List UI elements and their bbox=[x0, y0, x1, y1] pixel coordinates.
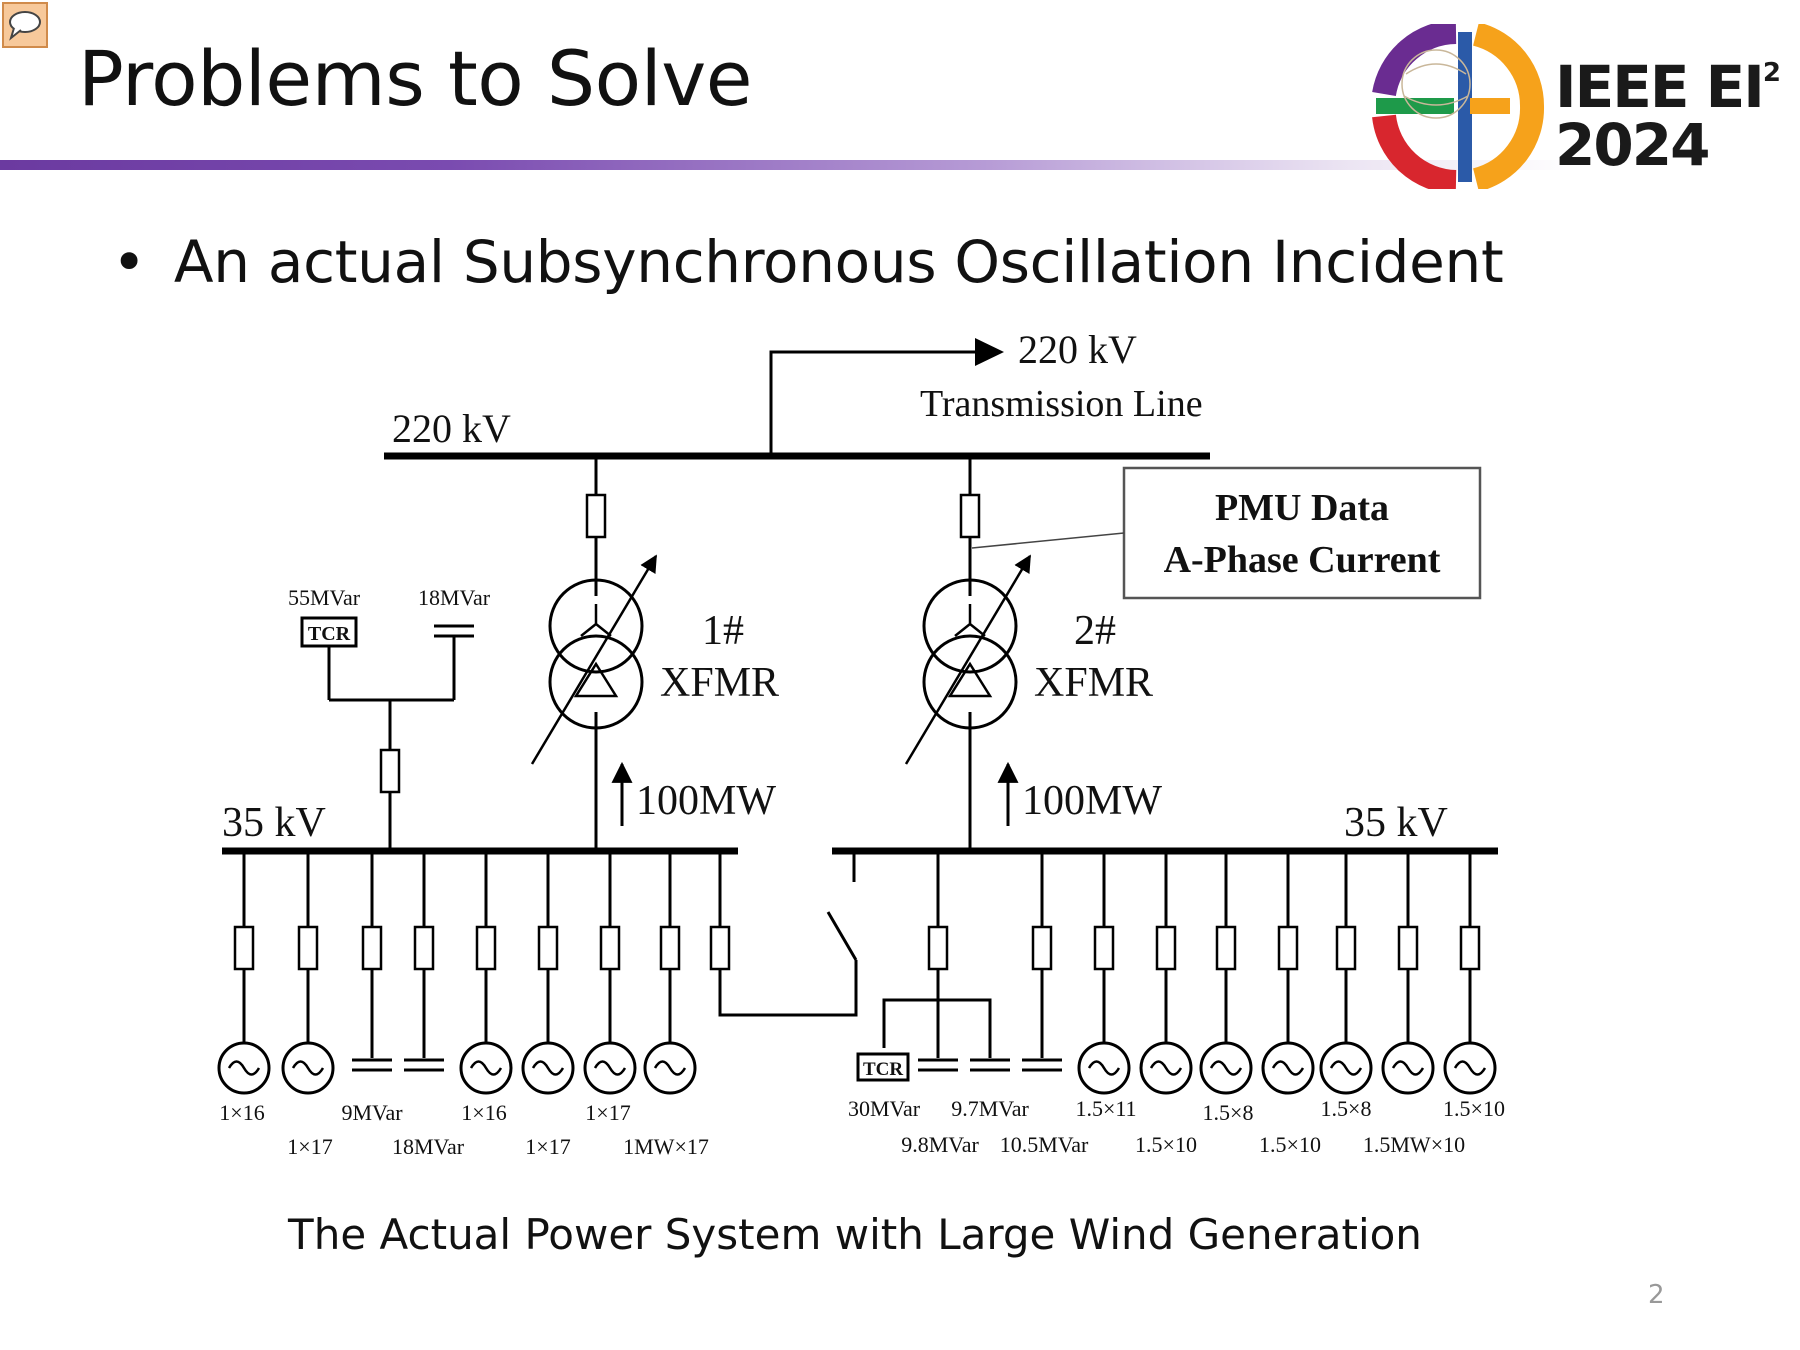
logo-superscript: 2 bbox=[1762, 58, 1781, 88]
transformer-2-id: 2# bbox=[1074, 608, 1116, 654]
transformer-2-name: XFMR bbox=[1034, 660, 1153, 706]
left-label-2: 9MVar bbox=[341, 1100, 403, 1125]
left-feeder-8 bbox=[643, 851, 697, 1095]
pmu-label-signal: A-Phase Current bbox=[1164, 539, 1441, 581]
left-label-3: 1×16 bbox=[461, 1100, 506, 1125]
right-label-5: 1.5×8 bbox=[1321, 1096, 1372, 1121]
comment-icon[interactable] bbox=[2, 2, 48, 48]
transformer-1 bbox=[530, 456, 658, 848]
left-feeder-4-capacitor bbox=[402, 851, 446, 1072]
slide-title: Problems to Solve bbox=[78, 34, 753, 123]
bullet-dot: • bbox=[112, 228, 146, 296]
right-label-3: 1.5×11 bbox=[1075, 1096, 1136, 1121]
pmu-box bbox=[971, 466, 1482, 600]
right-feeder-1 bbox=[1077, 851, 1131, 1095]
right-label-2: 9.7MVar bbox=[951, 1096, 1029, 1121]
right-label-11: 1.5MW×10 bbox=[1363, 1132, 1465, 1157]
right-label-7: 9.8MVar bbox=[901, 1132, 979, 1157]
logo-year: 2024 bbox=[1555, 111, 1710, 179]
line-label-name: Transmission Line bbox=[920, 383, 1203, 425]
logo-text: IEEE EI2 2024 bbox=[1555, 44, 1781, 174]
right-feeder-7 bbox=[1443, 851, 1497, 1095]
line-label-voltage: 220 kV bbox=[1018, 327, 1137, 372]
left-feeder-7 bbox=[583, 851, 637, 1095]
page-number: 2 bbox=[1648, 1280, 1665, 1310]
conference-logo bbox=[1372, 24, 1545, 189]
left-label-1: 1×16 bbox=[219, 1100, 264, 1125]
left-bus-label: 35 kV bbox=[222, 800, 326, 846]
left-feeder-5 bbox=[459, 851, 513, 1095]
right-label-8: 10.5MVar bbox=[1000, 1132, 1089, 1157]
logo-line1: IEEE EI bbox=[1555, 53, 1765, 121]
right-tcr-tag: TCR bbox=[863, 1059, 903, 1080]
right-label-1: 30MVar bbox=[848, 1096, 921, 1121]
right-feeder-6 bbox=[1381, 851, 1435, 1095]
pmu-label-title: PMU Data bbox=[1215, 487, 1389, 529]
right-feeder-4 bbox=[1261, 851, 1315, 1095]
transformer-2 bbox=[904, 456, 1032, 848]
transformer-1-id: 1# bbox=[702, 608, 744, 654]
right-label-4: 1.5×8 bbox=[1203, 1100, 1254, 1125]
left-cap-rating: 18MVar bbox=[418, 585, 491, 610]
left-label-6: 18MVar bbox=[392, 1134, 465, 1159]
right-reactive-compensation: TCR bbox=[856, 851, 1064, 1082]
left-feeder-6 bbox=[521, 851, 575, 1095]
left-tcr-rating: 55MVar bbox=[288, 585, 361, 610]
left-label-5: 1×17 bbox=[287, 1134, 332, 1159]
left-feeder-2 bbox=[281, 851, 335, 1095]
hv-bus-label: 220 kV bbox=[392, 406, 511, 451]
right-bus-label: 35 kV bbox=[1344, 800, 1448, 846]
right-label-6: 1.5×10 bbox=[1443, 1096, 1505, 1121]
right-label-10: 1.5×10 bbox=[1259, 1132, 1321, 1157]
title-rule bbox=[0, 160, 1800, 170]
right-feeder-2 bbox=[1139, 851, 1193, 1095]
power-flow-1: 100MW bbox=[636, 778, 776, 824]
right-feeder-3 bbox=[1199, 851, 1253, 1095]
left-label-8: 1MW×17 bbox=[623, 1134, 709, 1159]
bullet-text: An actual Subsynchronous Oscillation Inc… bbox=[173, 228, 1504, 296]
left-feeder-1 bbox=[217, 851, 271, 1095]
right-feeder-5 bbox=[1319, 851, 1373, 1095]
left-feeder-3-capacitor bbox=[350, 851, 394, 1072]
left-reactive-compensation: TCR bbox=[300, 616, 476, 848]
left-label-4: 1×17 bbox=[585, 1100, 630, 1125]
figure-caption: The Actual Power System with Large Wind … bbox=[288, 1210, 1422, 1259]
power-flow-2: 100MW bbox=[1022, 778, 1162, 824]
left-label-7: 1×17 bbox=[525, 1134, 570, 1159]
bullet-item: • An actual Subsynchronous Oscillation In… bbox=[112, 228, 1504, 296]
transmission-line-arrow bbox=[769, 338, 1004, 456]
transformer-1-name: XFMR bbox=[660, 660, 779, 706]
bus-tie-switch bbox=[709, 851, 858, 1017]
left-tcr-tag: TCR bbox=[308, 623, 351, 645]
right-label-9: 1.5×10 bbox=[1135, 1132, 1197, 1157]
